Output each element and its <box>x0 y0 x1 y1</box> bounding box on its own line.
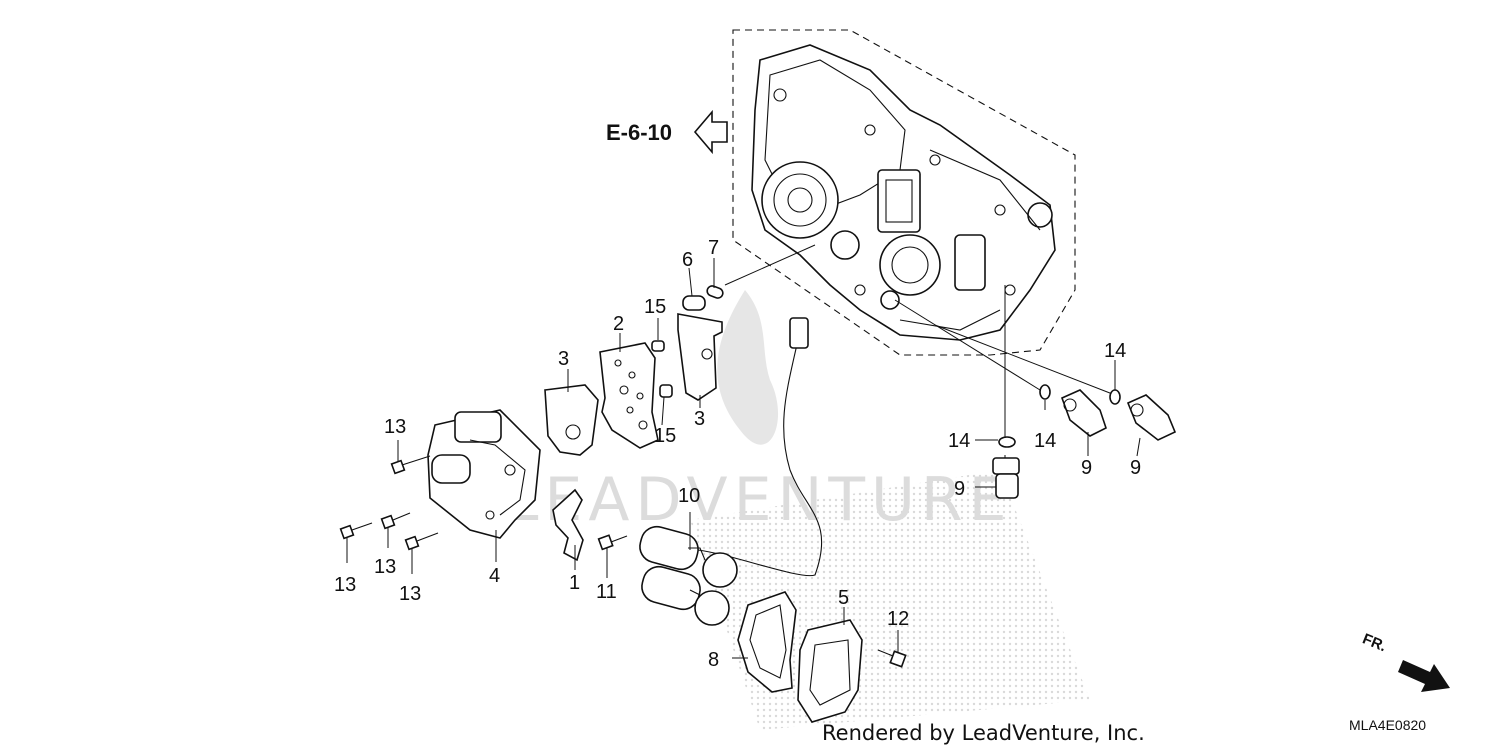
callout-11: 11 <box>596 581 617 603</box>
callout-10: 10 <box>678 485 700 507</box>
part-15-dowel-lower <box>659 384 673 398</box>
watermark: LEADVENTURE <box>505 290 1090 730</box>
callout-15-upper: 15 <box>644 296 666 318</box>
callout-8: 8 <box>708 649 719 671</box>
callout-15-lower: 15 <box>654 425 676 447</box>
reference-arrow: E-6-10 <box>606 109 728 155</box>
leader-lines <box>724 244 1116 465</box>
part-3-gasket-left <box>544 384 599 456</box>
callout-13-top: 13 <box>384 416 406 438</box>
watermark-text: LEADVENTURE <box>505 465 1013 535</box>
diagram-code: MLA4E0820 <box>1349 717 1426 733</box>
front-direction-indicator: FR. <box>1360 630 1450 692</box>
callout-6: 6 <box>682 249 693 271</box>
crankcase-outline <box>732 29 1076 356</box>
callout-5: 5 <box>838 587 849 609</box>
part-9-sensor-bottom <box>992 457 1020 499</box>
callout-leaders <box>346 258 1141 659</box>
part-12-bolt <box>877 649 907 668</box>
callout-13-mid: 13 <box>374 556 396 578</box>
callout-4: 4 <box>489 565 500 587</box>
part-1-bracket <box>552 488 584 562</box>
part-7-seal <box>706 285 724 299</box>
callout-2: 2 <box>613 313 624 335</box>
part-2-holes <box>614 359 648 430</box>
front-arrow-icon <box>1398 660 1450 692</box>
part-2-separator-plate <box>599 342 659 449</box>
front-label: FR. <box>1360 630 1389 655</box>
render-credit: Rendered by LeadVenture, Inc. <box>822 721 1145 745</box>
callout-7: 7 <box>708 237 719 259</box>
part-14-washer-bottom <box>998 436 1016 448</box>
callout-13-bottom: 13 <box>399 583 421 605</box>
part-9-sensor-left <box>1060 389 1107 437</box>
reference-label: E-6-10 <box>606 120 672 145</box>
part-4-valve-body <box>427 409 541 539</box>
callout-14-bottom: 14 <box>948 430 970 452</box>
callout-3-left: 3 <box>558 348 569 370</box>
callout-9-right: 9 <box>1130 457 1141 479</box>
callout-labels: 1 2 3 3 4 5 6 7 8 9 9 9 10 11 12 13 13 1… <box>334 237 1141 671</box>
part-13-bolts <box>339 455 439 551</box>
callout-14-left: 14 <box>1034 430 1056 452</box>
part-11-bolt <box>597 534 628 551</box>
callout-12: 12 <box>887 608 909 630</box>
part-10-solenoid <box>639 317 823 626</box>
callout-14-right: 14 <box>1104 340 1126 362</box>
part-14-washer-right <box>1109 389 1121 405</box>
callout-3-right: 3 <box>694 408 705 430</box>
callout-13-left: 13 <box>334 574 356 596</box>
callout-9-left: 9 <box>1081 457 1092 479</box>
part-6-o-ring <box>682 295 706 311</box>
callout-1: 1 <box>569 572 580 594</box>
part-15-dowel-upper <box>651 340 665 352</box>
part-5-cover <box>797 619 863 723</box>
part-14-washer-left <box>1039 384 1051 400</box>
part-3-gasket-right <box>677 313 723 401</box>
part-9-sensor-right <box>1126 394 1177 441</box>
callout-9-bottom: 9 <box>954 478 965 500</box>
crankcase-cover <box>751 44 1056 341</box>
